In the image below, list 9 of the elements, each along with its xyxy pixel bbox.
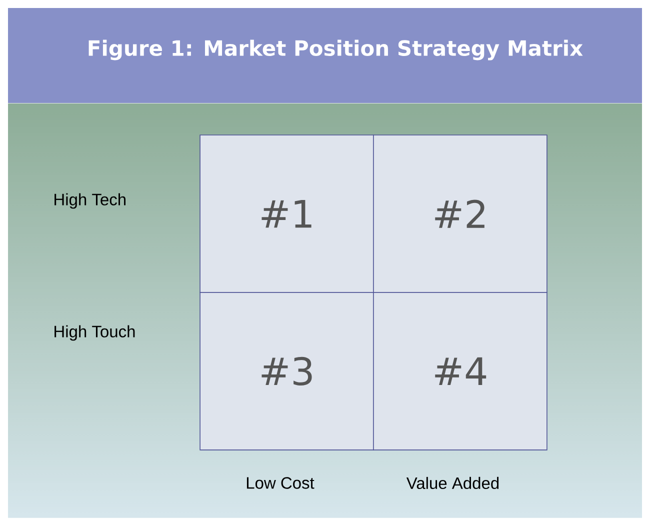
title-banner: Figure 1: Market Position Strategy Matrix [8, 8, 642, 103]
column-label: Low Cost [246, 477, 314, 489]
quadrant-cell: #4 [373, 292, 548, 450]
quadrant-cell: #2 [373, 134, 548, 293]
quadrant-cell: #3 [200, 292, 374, 450]
row-label: High Tech [54, 193, 126, 209]
row-label: High Touch [54, 325, 135, 341]
column-label: Value Added [406, 476, 499, 490]
quadrant-cell: #1 [200, 134, 374, 293]
